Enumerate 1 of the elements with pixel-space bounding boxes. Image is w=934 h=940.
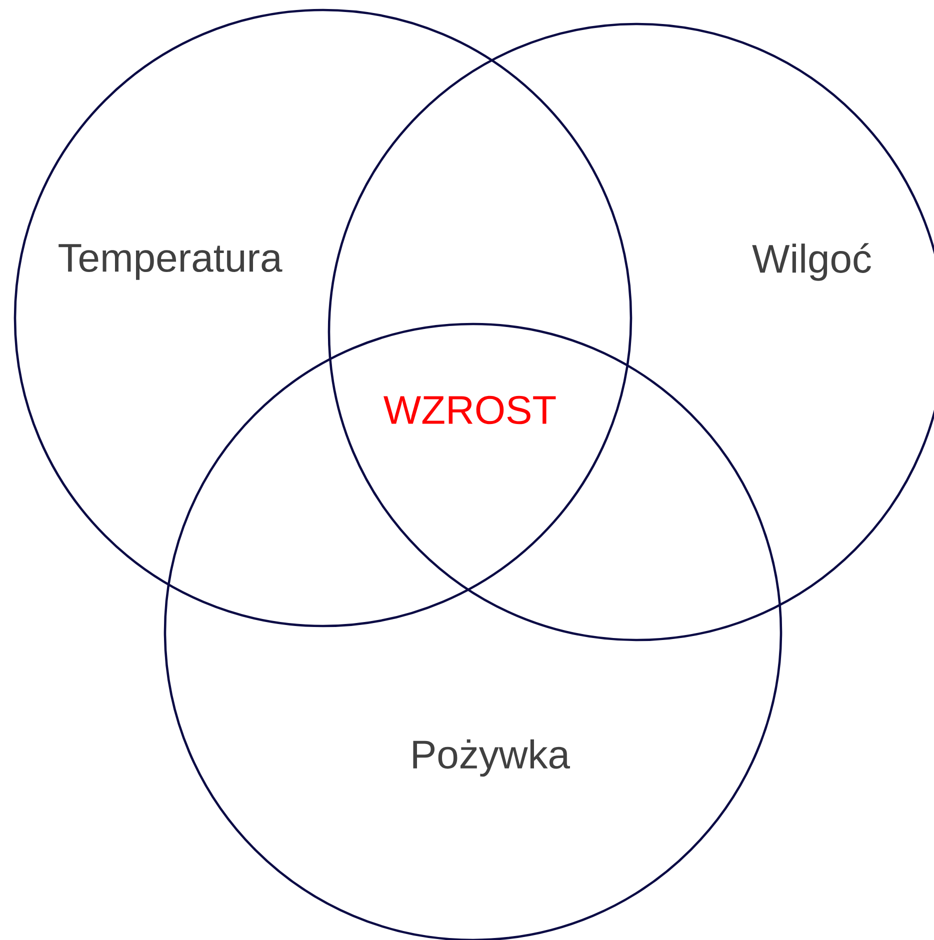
center-label: WZROST: [384, 396, 556, 424]
